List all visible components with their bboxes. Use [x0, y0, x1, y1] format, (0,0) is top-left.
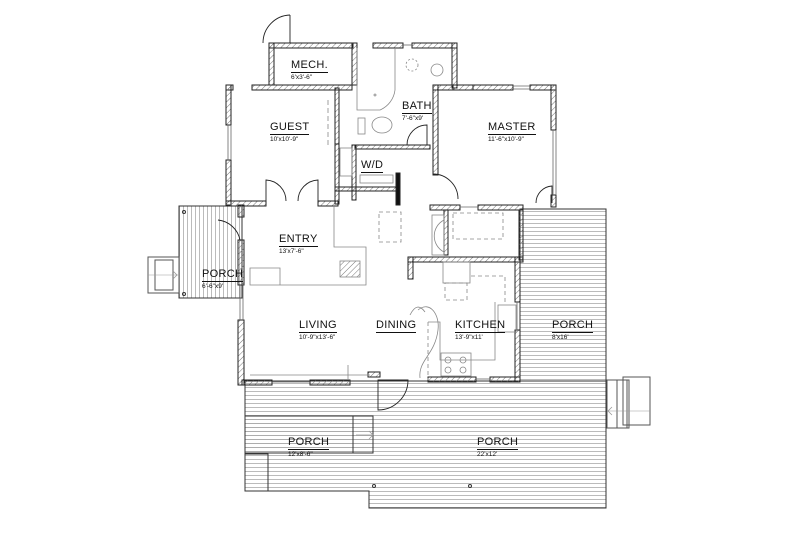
- guest-fixtures: [327, 100, 445, 256]
- walls: [225, 42, 557, 386]
- door-swings: [217, 14, 553, 411]
- porch-west-deck: [147, 205, 243, 299]
- kitchen-fixtures: [249, 205, 517, 380]
- east-steps: [606, 376, 651, 429]
- bath-fixtures: [356, 48, 444, 135]
- windows: [227, 44, 557, 383]
- porch-east-deck: [519, 208, 607, 382]
- porch-south-deck: [244, 380, 607, 509]
